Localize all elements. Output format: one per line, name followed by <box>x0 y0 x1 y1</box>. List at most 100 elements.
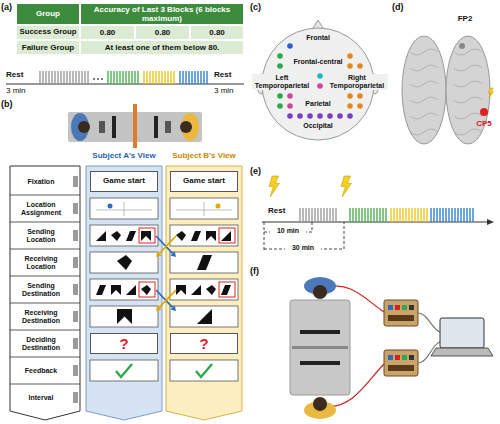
duration-bar <box>73 284 78 295</box>
table-cell: 0.80 <box>190 25 244 40</box>
block-bar <box>164 71 165 84</box>
transfer-arrow <box>156 236 173 253</box>
block-bar <box>302 208 303 222</box>
stage-name: Sending Location <box>13 228 69 244</box>
amplifier <box>384 350 418 376</box>
puzzle-piece <box>117 255 132 270</box>
phase-label: Rest <box>268 206 298 215</box>
stage-box: Fixation <box>10 168 72 195</box>
location-dot <box>108 204 113 209</box>
block-bar <box>451 208 452 222</box>
puzzle-piece <box>96 231 106 241</box>
arrow-head <box>487 219 494 225</box>
screen-panel <box>170 198 238 219</box>
puzzle-piece <box>126 285 136 295</box>
block-bar <box>87 71 88 84</box>
puzzle-piece <box>117 309 132 324</box>
electrode <box>480 108 488 116</box>
monitor <box>112 116 116 138</box>
table-cell: 0.80 <box>135 25 190 40</box>
block-bar <box>358 208 359 222</box>
electrode-dot <box>347 103 353 109</box>
decision-screen: ? <box>90 333 158 354</box>
view-heading: Subject B's View <box>166 148 242 164</box>
block-bar <box>393 208 394 222</box>
laptop-screen <box>440 318 484 348</box>
stimulation-bolt <box>341 176 352 197</box>
electrode-dot <box>277 63 283 69</box>
block-bar <box>317 208 318 222</box>
selection-box <box>219 228 235 243</box>
block-bar <box>439 208 440 222</box>
block-bar <box>107 71 108 84</box>
electrode <box>459 43 465 49</box>
electrode-dot <box>287 43 293 49</box>
panel-letter: (f) <box>250 266 270 276</box>
row-separator <box>10 384 80 385</box>
block-bar <box>411 208 412 222</box>
electrode-dot <box>317 83 323 89</box>
block-bar <box>200 71 201 84</box>
puzzle-piece <box>206 285 216 295</box>
map-line <box>204 202 205 216</box>
block-bar <box>179 71 180 84</box>
screen-panel <box>90 198 158 219</box>
electrode-dot <box>277 53 283 59</box>
stage-name: Sending Destination <box>13 282 69 298</box>
duration-bar <box>73 311 78 322</box>
arrow-head <box>156 305 162 311</box>
time-axis <box>262 222 488 223</box>
block-bar <box>158 71 159 84</box>
electrode-dot <box>347 53 353 59</box>
screen-box: Game start <box>90 171 158 192</box>
block-bar <box>373 208 374 222</box>
block-bar <box>361 208 362 222</box>
keyboard <box>99 121 105 133</box>
block-bar <box>405 208 406 222</box>
stage-box: Location Assignment <box>10 195 72 222</box>
block-bar <box>320 208 321 222</box>
duration-bar <box>73 176 78 187</box>
block-bar <box>308 208 309 222</box>
duration-label: 10 min <box>270 227 306 235</box>
block-bar <box>197 71 198 84</box>
stage-name: Deciding Destination <box>13 336 69 352</box>
location-dot <box>216 204 221 209</box>
ellipsis-dot <box>93 78 95 80</box>
screen-panel <box>170 252 238 273</box>
ellipsis-dot <box>97 78 99 80</box>
duration-label: 30 min <box>285 244 321 252</box>
block-bar <box>430 208 431 222</box>
block-bar <box>155 71 156 84</box>
block-bar <box>382 208 383 222</box>
subject-a-head <box>78 121 90 133</box>
duration-bar <box>73 230 78 241</box>
gyrus <box>454 129 482 135</box>
block-bar <box>454 208 455 222</box>
puzzle-piece <box>111 285 121 295</box>
panel-letter: (b) <box>1 99 21 109</box>
block-bar <box>472 208 473 222</box>
amplifier-port <box>395 355 400 360</box>
electrode-dot <box>317 73 323 79</box>
puzzle-piece <box>126 231 136 241</box>
block-bar <box>173 71 174 84</box>
block-bar <box>417 208 418 222</box>
block-bar <box>206 71 207 84</box>
block-bar <box>185 71 186 84</box>
block-bar <box>194 71 195 84</box>
arrow-head <box>156 251 162 257</box>
panel-letter: (c) <box>250 2 270 12</box>
transfer-arrow <box>159 290 176 307</box>
stage-name: Receiving Location <box>13 255 69 271</box>
duration-label: 3 min <box>6 86 40 95</box>
gyrus <box>454 49 482 55</box>
block-bar <box>54 71 55 84</box>
block-bar <box>57 71 58 84</box>
block-bar <box>326 208 327 222</box>
block-bar <box>110 71 111 84</box>
subject-b-head <box>180 121 192 133</box>
region-label: Right Temporoparietal <box>326 74 388 90</box>
block-bar <box>75 71 76 84</box>
